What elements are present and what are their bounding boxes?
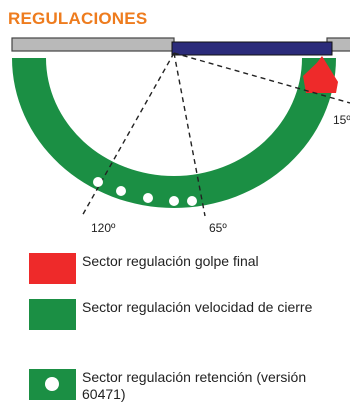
legend-swatch-speed <box>29 299 76 330</box>
retention-dot <box>143 193 153 203</box>
line-15 <box>173 52 350 104</box>
door-leaf <box>171 41 333 56</box>
retention-dot <box>187 196 197 206</box>
final-stroke-arrow <box>304 56 338 82</box>
angle-label-65: 65º <box>209 221 227 235</box>
retention-dots <box>93 177 197 206</box>
legend-swatch-retention <box>29 369 76 400</box>
retention-dot <box>169 196 179 206</box>
retention-dot-icon <box>45 377 59 391</box>
retention-dot <box>116 186 126 196</box>
angle-label-15: 15º <box>333 113 350 127</box>
angle-label-120: 120º <box>91 221 116 235</box>
legend-item-retention: Sector regulación retención (versión 604… <box>29 369 312 403</box>
door-closer-diagram: 120º 65º 15º <box>11 37 350 235</box>
legend-label: Sector regulación velocidad de cierre <box>82 299 313 315</box>
legend-item-final-stroke: Sector regulación golpe final <box>29 253 332 284</box>
line-65 <box>173 52 206 217</box>
left-frame <box>11 37 175 52</box>
legend-label: Sector regulación golpe final <box>82 253 259 269</box>
line-120 <box>81 52 175 217</box>
legend-item-speed: Sector regulación velocidad de cierre <box>29 299 337 330</box>
page-title: REGULACIONES <box>8 9 148 28</box>
speed-sector-arc <box>12 58 336 208</box>
legend-label: Sector regulación retención (versión 604… <box>82 369 307 402</box>
legend-swatch-final-stroke <box>29 253 76 284</box>
retention-dot <box>93 177 103 187</box>
angle-lines <box>81 52 350 217</box>
